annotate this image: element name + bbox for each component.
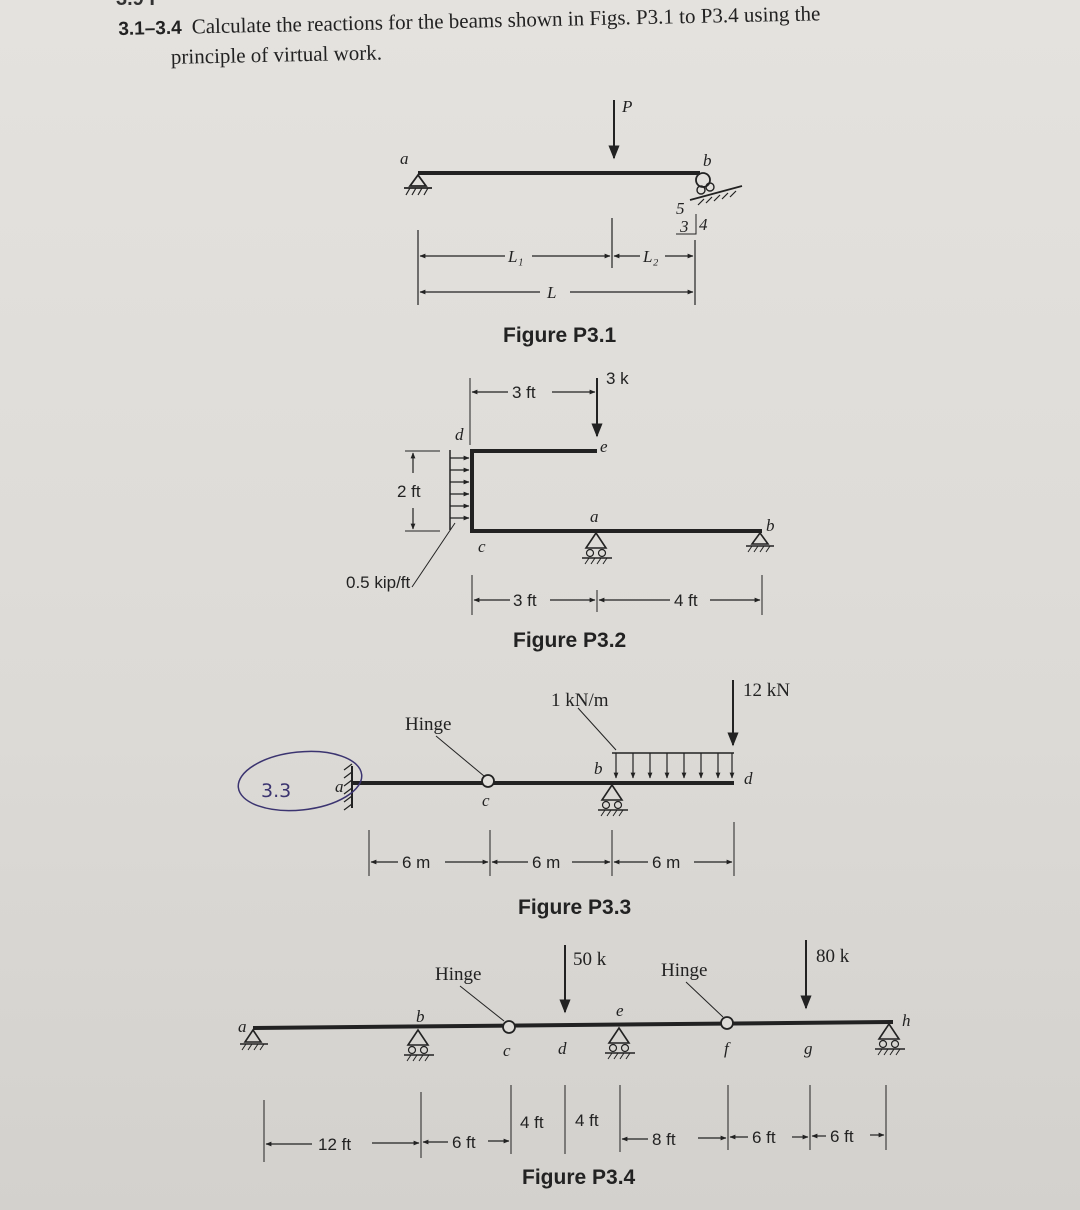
node-label-f: f <box>724 1039 731 1058</box>
figure-p3-4-labels: Hinge Hinge 50 k 80 k a b c d e f g h 12… <box>238 946 911 1189</box>
roller-support-h <box>875 1022 905 1056</box>
roller-support-b <box>404 1028 434 1062</box>
load-label-50k: 50 k <box>573 949 607 970</box>
dim-label-6m-2: 6 m <box>532 853 560 872</box>
slope-label-3: 3 <box>679 217 689 236</box>
handwritten-annotation: 3.3 <box>261 780 291 802</box>
load-label-p: P <box>621 97 632 116</box>
distributed-load-1knm <box>577 707 735 779</box>
node-label-g: g <box>804 1039 813 1058</box>
fixed-support-a <box>343 763 353 811</box>
node-label-d: d <box>455 425 464 444</box>
node-label-b: b <box>416 1007 425 1026</box>
node-label-d: d <box>558 1039 567 1058</box>
hinge-label-right: Hinge <box>661 960 707 981</box>
load-label-80k: 80 k <box>816 946 850 967</box>
node-label-h: h <box>902 1011 911 1030</box>
roller-support-b <box>598 783 628 817</box>
node-label-c: c <box>478 537 486 556</box>
node-label-d: d <box>744 769 753 788</box>
slope-label-5: 5 <box>676 199 685 218</box>
beam-p3-4 <box>252 1020 894 1030</box>
dim-label-l: L <box>546 283 556 302</box>
node-label-e: e <box>616 1001 624 1020</box>
dim-label-12ft: 12 ft <box>318 1135 351 1154</box>
node-label-c: c <box>482 791 490 810</box>
section-header-fragment: 3.9 F <box>116 0 162 11</box>
slope-label-4: 4 <box>699 215 708 234</box>
dim-label-4ft-1: 4 ft <box>520 1113 544 1132</box>
dist-load-label: 0.5 kip/ft <box>346 573 411 592</box>
node-label-a: a <box>400 149 409 168</box>
dim-label-l1: L₁ <box>507 247 523 266</box>
figure-p3-3-labels: Hinge 1 kN/m 12 kN b d c a 3.3 6 m 6 m 6… <box>261 680 790 919</box>
figure-p3-2 <box>405 378 774 615</box>
node-label-b: b <box>594 759 603 778</box>
node-label-a: a <box>590 507 599 526</box>
figure-p3-2-labels: 3 ft 3 k d e 2 ft a b c 0.5 kip/ft 3 ft … <box>346 369 775 652</box>
roller-support-b <box>676 172 743 235</box>
dim-label-6ft-2: 6 ft <box>752 1128 776 1147</box>
node-label-b: b <box>703 151 712 170</box>
figure-caption-p3-1: Figure P3.1 <box>503 324 617 347</box>
node-label-a: a <box>335 777 344 796</box>
figure-caption-p3-4: Figure P3.4 <box>522 1166 636 1189</box>
dim-label-6ft-3: 6 ft <box>830 1127 854 1146</box>
load-label-12kn: 12 kN <box>743 680 790 701</box>
hinge-label: Hinge <box>405 714 451 735</box>
roller-support-a <box>582 531 612 565</box>
dim-label-l2: L₂ <box>642 247 658 266</box>
node-label-c: c <box>503 1041 511 1060</box>
pin-support-a <box>240 1028 268 1051</box>
dim-label-6m-1: 6 m <box>402 853 430 872</box>
dim-label-8ft: 8 ft <box>652 1130 676 1149</box>
dim-label-bottom-4ft: 4 ft <box>674 591 698 610</box>
figure-p3-4 <box>240 940 905 1162</box>
handwritten-circle <box>237 750 363 812</box>
dim-label-6m-3: 6 m <box>652 853 680 872</box>
pin-support-a <box>404 173 432 196</box>
hinge-f <box>720 1016 734 1030</box>
pin-support-b <box>746 531 774 553</box>
roller-support-e <box>605 1026 635 1060</box>
node-label-a: a <box>238 1017 247 1036</box>
figure-p3-1-labels: a b P L₁ L₂ L 5 3 4 Figure P3.1 <box>400 97 712 347</box>
dim-label-bottom-3ft: 3 ft <box>513 591 537 610</box>
dim-label-top-3ft: 3 ft <box>512 383 536 402</box>
node-label-b: b <box>766 516 775 535</box>
distributed-load-0-5 <box>411 450 470 588</box>
dim-label-2ft: 2 ft <box>397 482 421 501</box>
figure-caption-p3-2: Figure P3.2 <box>513 629 626 652</box>
figure-p3-1 <box>404 100 743 305</box>
dim-label-6ft-1: 6 ft <box>452 1133 476 1152</box>
hinge-c <box>481 774 495 788</box>
dist-load-label: 1 kN/m <box>551 690 609 711</box>
node-label-e: e <box>600 437 608 456</box>
load-label-3k: 3 k <box>606 369 629 388</box>
hinge-c <box>502 1020 516 1034</box>
figure-p3-3 <box>237 680 739 876</box>
figure-caption-p3-3: Figure P3.3 <box>518 896 631 919</box>
hinge-label-left: Hinge <box>435 964 481 985</box>
dim-label-4ft-2: 4 ft <box>575 1111 599 1130</box>
